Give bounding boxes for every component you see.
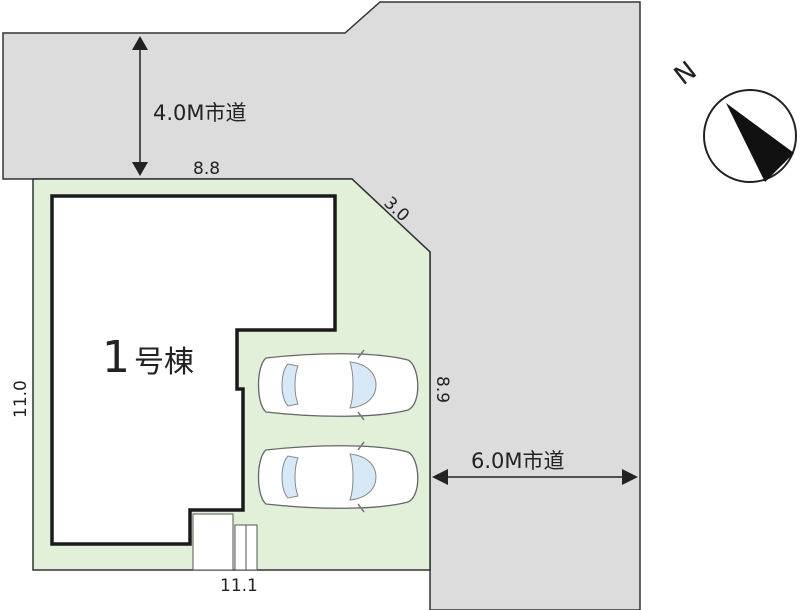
car-1 bbox=[257, 349, 419, 421]
car-mirror bbox=[357, 441, 365, 451]
car-windshield bbox=[349, 361, 377, 409]
entrance-steps bbox=[192, 513, 234, 571]
car-body bbox=[257, 445, 419, 509]
dimension-top: 8.8 bbox=[193, 159, 220, 179]
car-rear-window bbox=[281, 363, 299, 407]
car-body bbox=[257, 353, 419, 417]
building-suffix: 号棟 bbox=[134, 345, 194, 380]
dimension-left: 11.0 bbox=[11, 380, 31, 418]
dimension-bottom: 11.1 bbox=[220, 576, 258, 596]
compass-north-label: N bbox=[669, 56, 703, 92]
east-road-width-arrow bbox=[432, 469, 638, 485]
car-mirror bbox=[357, 411, 365, 421]
north-road-width-arrow bbox=[132, 36, 148, 176]
compass: N bbox=[669, 56, 797, 183]
building-footprint bbox=[50, 194, 337, 546]
compass-needle bbox=[726, 103, 794, 182]
car-mirror bbox=[357, 349, 365, 359]
car-rear-window bbox=[281, 455, 299, 499]
building-number: 1 bbox=[102, 332, 130, 383]
dimension-right: 8.9 bbox=[432, 376, 452, 403]
east-road-label: 6.0M市道 bbox=[471, 449, 565, 473]
car-mirror bbox=[357, 503, 365, 513]
car-windshield bbox=[349, 453, 377, 501]
north-road-label: 4.0M市道 bbox=[153, 101, 247, 125]
car-2 bbox=[257, 441, 419, 513]
